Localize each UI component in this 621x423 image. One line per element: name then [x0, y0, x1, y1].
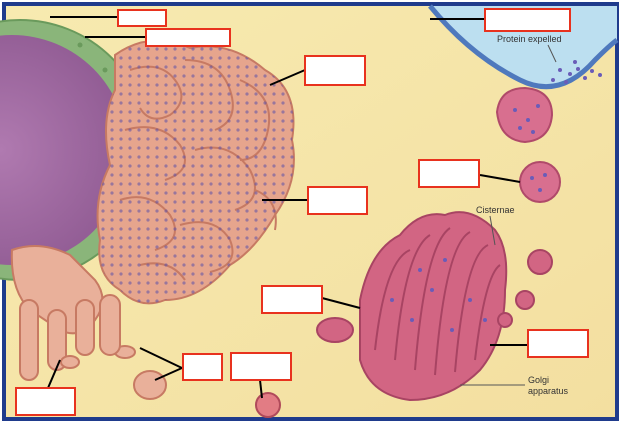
golgi-vesicle-small: [498, 313, 512, 327]
label-protein-expelled: Protein expelled: [497, 34, 562, 44]
label-golgi-line2: apparatus: [528, 386, 569, 396]
label-golgi-line1: Golgi: [528, 375, 549, 385]
golgi-vesicle-top: [528, 250, 552, 274]
transport-vesicle-left: [134, 371, 166, 399]
golgi-vesicle-mid: [516, 291, 534, 309]
label-cisternae: Cisternae: [476, 205, 515, 215]
answer-box-rough-er[interactable]: [308, 187, 367, 214]
answer-box-golgi-vesicles[interactable]: [528, 330, 588, 357]
answer-box-secretory-vesicle[interactable]: [419, 160, 479, 187]
answer-box-lysosome[interactable]: [231, 353, 291, 380]
lysosome: [256, 393, 280, 417]
exocytosis-vesicle: [497, 88, 552, 142]
answer-box-nuclear-pore[interactable]: [118, 10, 166, 26]
secretory-vesicle: [520, 162, 560, 202]
answer-box-golgi-apparatus[interactable]: [262, 286, 322, 313]
answer-box-plasma-membrane[interactable]: [485, 9, 570, 31]
golgi-side-vesicle: [317, 318, 353, 342]
answer-box-nuclear-envelope[interactable]: [146, 29, 230, 46]
answer-box-smooth-er[interactable]: [16, 388, 75, 415]
answer-box-transport-vesicle[interactable]: [183, 354, 222, 380]
answer-box-ribosomes[interactable]: [305, 56, 365, 85]
